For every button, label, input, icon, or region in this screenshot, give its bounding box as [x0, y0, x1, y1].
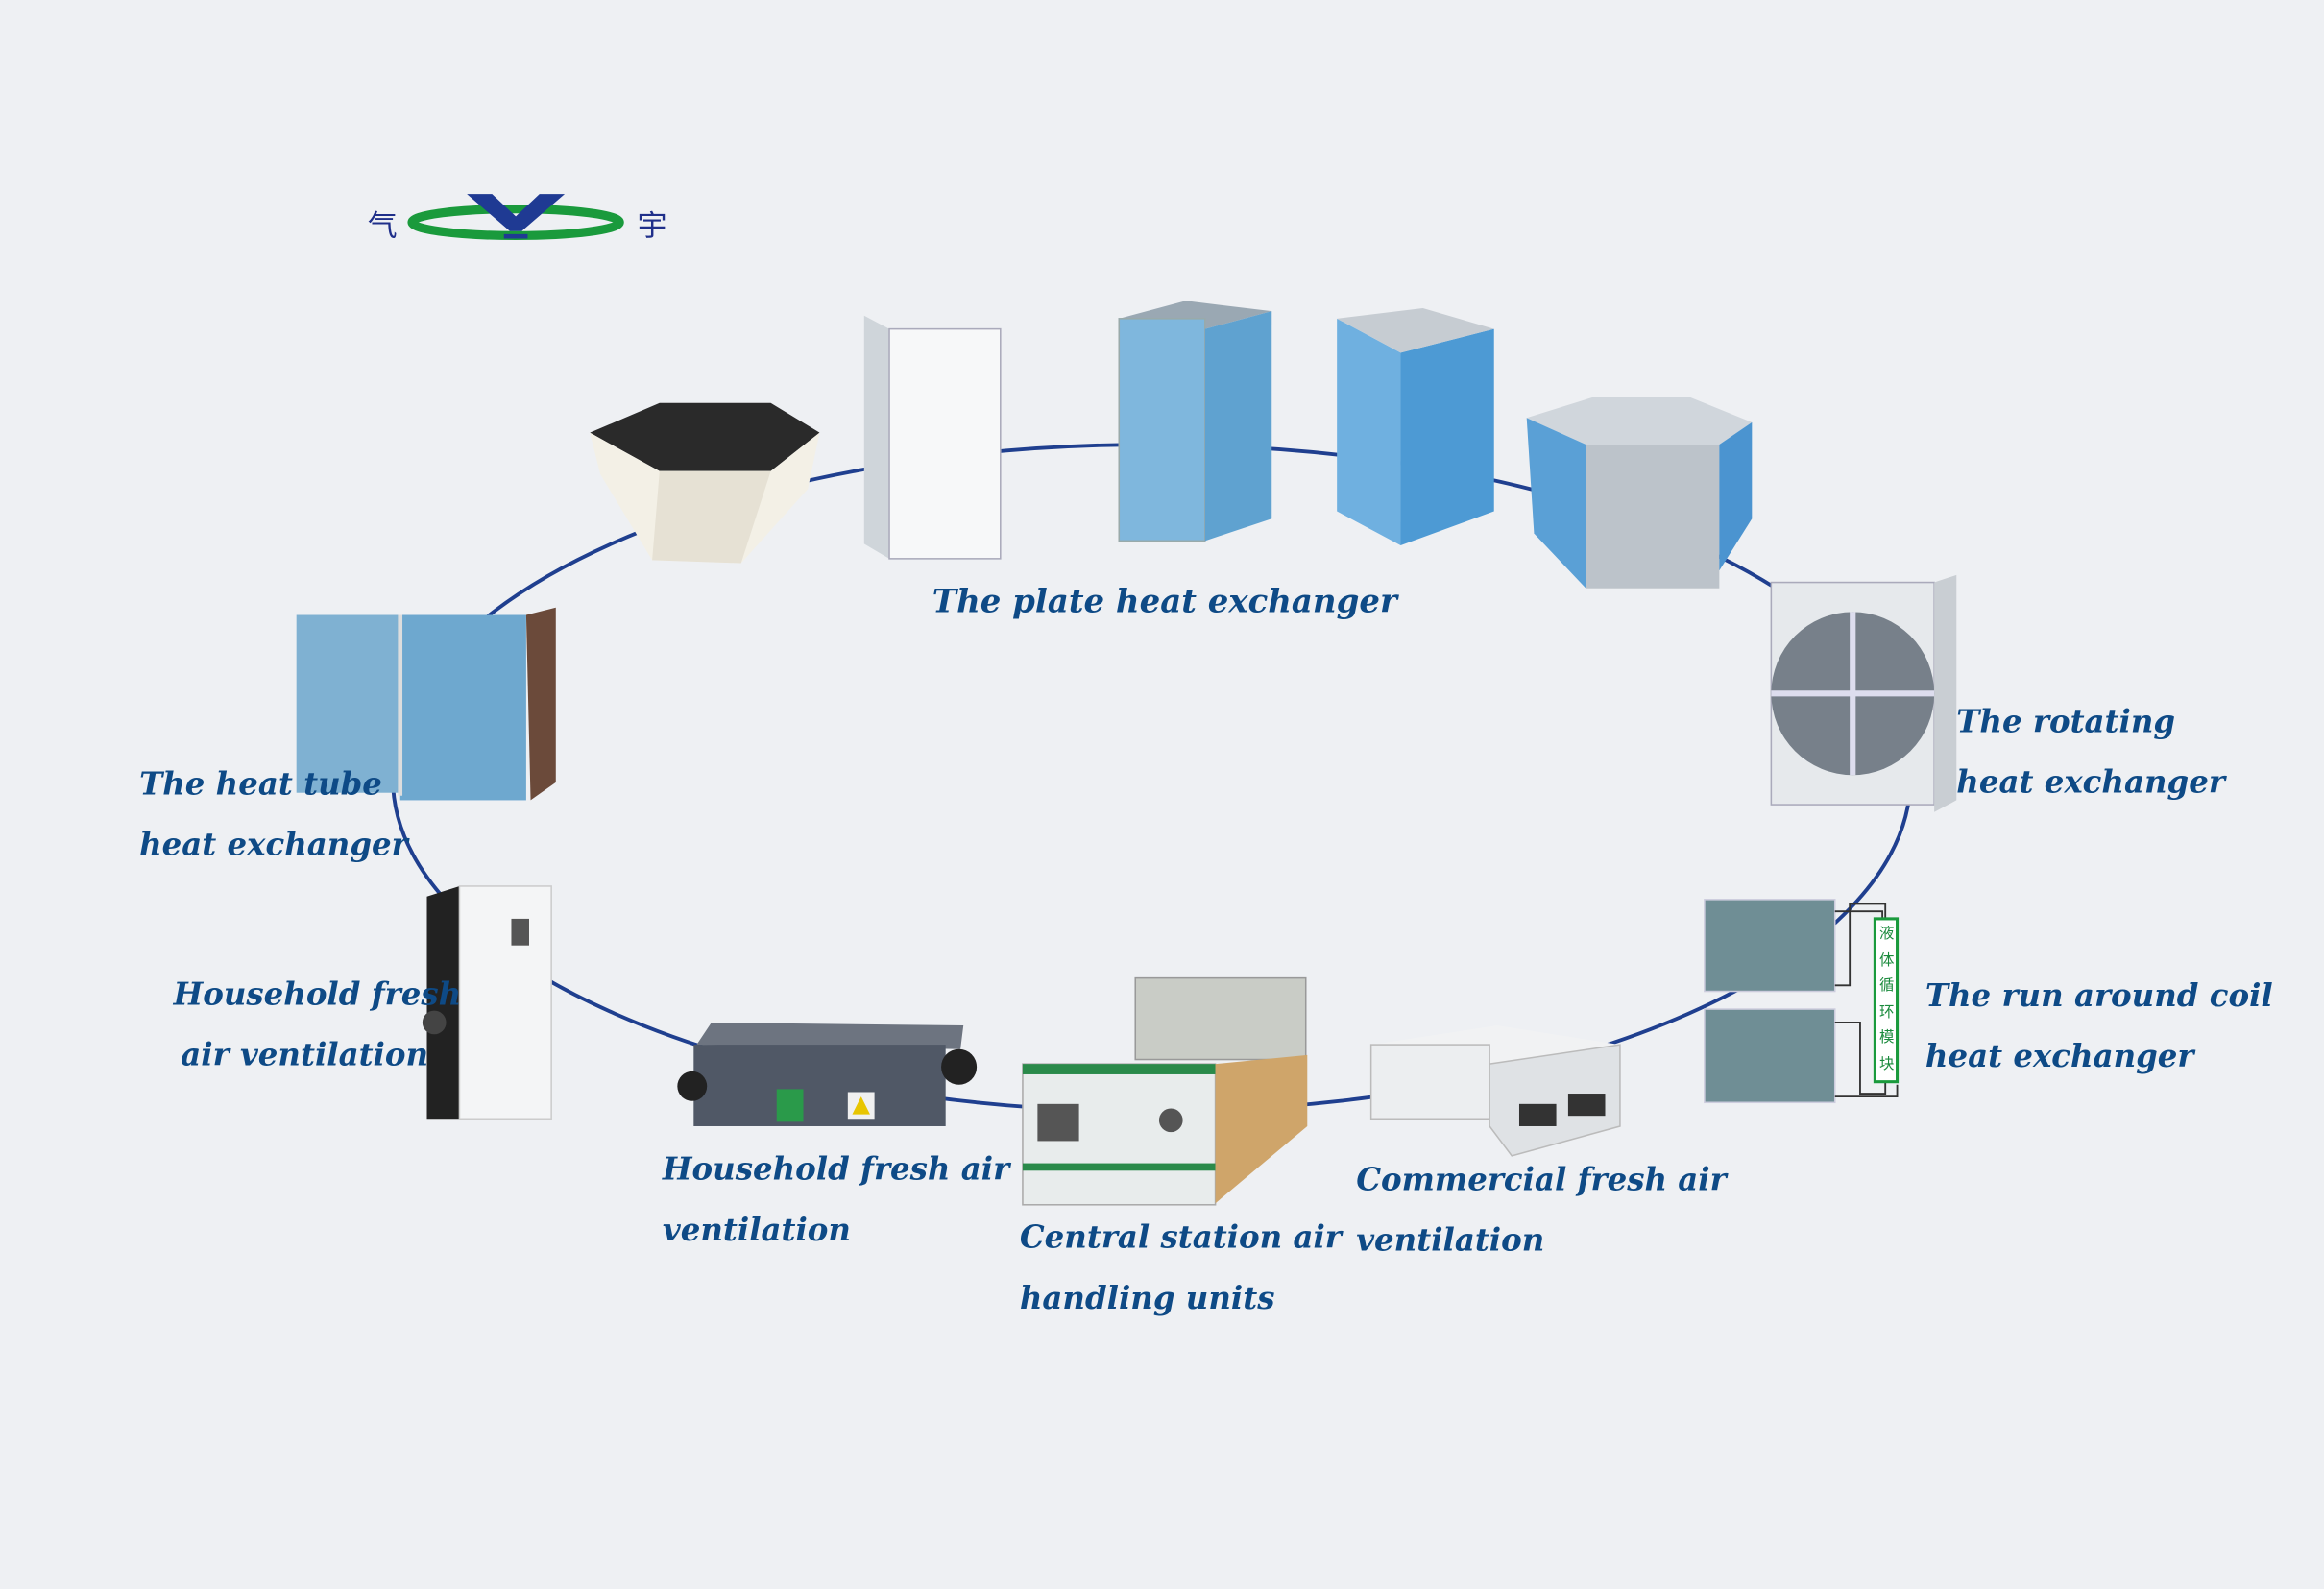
- label-line: The rotating: [1956, 702, 2176, 740]
- heat-tube-exchanger-icon: [296, 607, 556, 801]
- label-line: ventilation: [662, 1210, 851, 1248]
- label-line: handling units: [1019, 1278, 1275, 1316]
- label-run-around-coil: The run around coil heat exchanger: [1925, 965, 2273, 1087]
- hexagonal-blue-heat-exchanger-icon: [1526, 397, 1753, 589]
- label-heat-tube: The heat tube heat exchanger: [139, 753, 408, 875]
- module-char: 环: [1879, 1003, 1895, 1021]
- module-char: 循: [1879, 977, 1895, 995]
- label-line: heat exchanger: [1956, 762, 2225, 801]
- household-ceiling-ventilator-icon: [677, 1022, 978, 1126]
- module-char: 体: [1879, 951, 1895, 969]
- run-around-coil-icon: [1704, 899, 1900, 1104]
- label-household-ceiling: Household fresh air ventilation: [663, 1138, 1009, 1260]
- logo-right-char: 宇: [637, 207, 667, 244]
- label-line: heat exchanger: [1925, 1037, 2194, 1074]
- module-char: 液: [1879, 926, 1895, 943]
- label-line: The heat tube: [139, 764, 382, 802]
- label-plate-heat-exchanger: The plate heat exchanger: [932, 582, 1397, 621]
- central-air-handling-unit-icon: [1022, 976, 1308, 1206]
- hexagonal-heat-exchanger-icon: [590, 402, 820, 564]
- plate-heat-exchanger-diamond-icon: [1337, 308, 1494, 545]
- module-char: 块: [1879, 1055, 1895, 1072]
- commercial-ventilation-unit-icon: [1369, 1025, 1621, 1157]
- label-line: Household fresh: [173, 975, 462, 1013]
- liquid-circulation-module: 液 体 循 环 模 块: [1876, 922, 1898, 1077]
- label-line: air ventilation: [181, 1035, 429, 1073]
- label-commercial-ventilation: Commercial fresh air ventilation: [1356, 1148, 1726, 1270]
- label-line: ventilation: [1356, 1220, 1545, 1259]
- logo-left-char: 气: [367, 207, 398, 244]
- logo-mark: [407, 194, 624, 241]
- label-line: heat exchanger: [139, 825, 408, 863]
- label-central-station: Central station air handling units: [1020, 1206, 1342, 1328]
- label-line: Central station air: [1019, 1217, 1342, 1256]
- label-line: Household fresh air: [662, 1149, 1010, 1188]
- module-char: 模: [1879, 1029, 1895, 1047]
- label-line: Commercial fresh air: [1356, 1160, 1727, 1198]
- label-rotating-heat-exchanger: The rotating heat exchanger: [1956, 690, 2225, 812]
- household-cabinet-ventilator-icon: [422, 885, 552, 1120]
- label-household-cabinet: Household fresh air ventilation: [174, 963, 462, 1085]
- plate-heat-exchanger-white-icon: [863, 315, 1002, 560]
- label-line: The run around coil: [1925, 976, 2273, 1014]
- plate-heat-exchanger-blue-icon: [1118, 301, 1272, 542]
- rotating-heat-exchanger-icon: [1770, 574, 1957, 812]
